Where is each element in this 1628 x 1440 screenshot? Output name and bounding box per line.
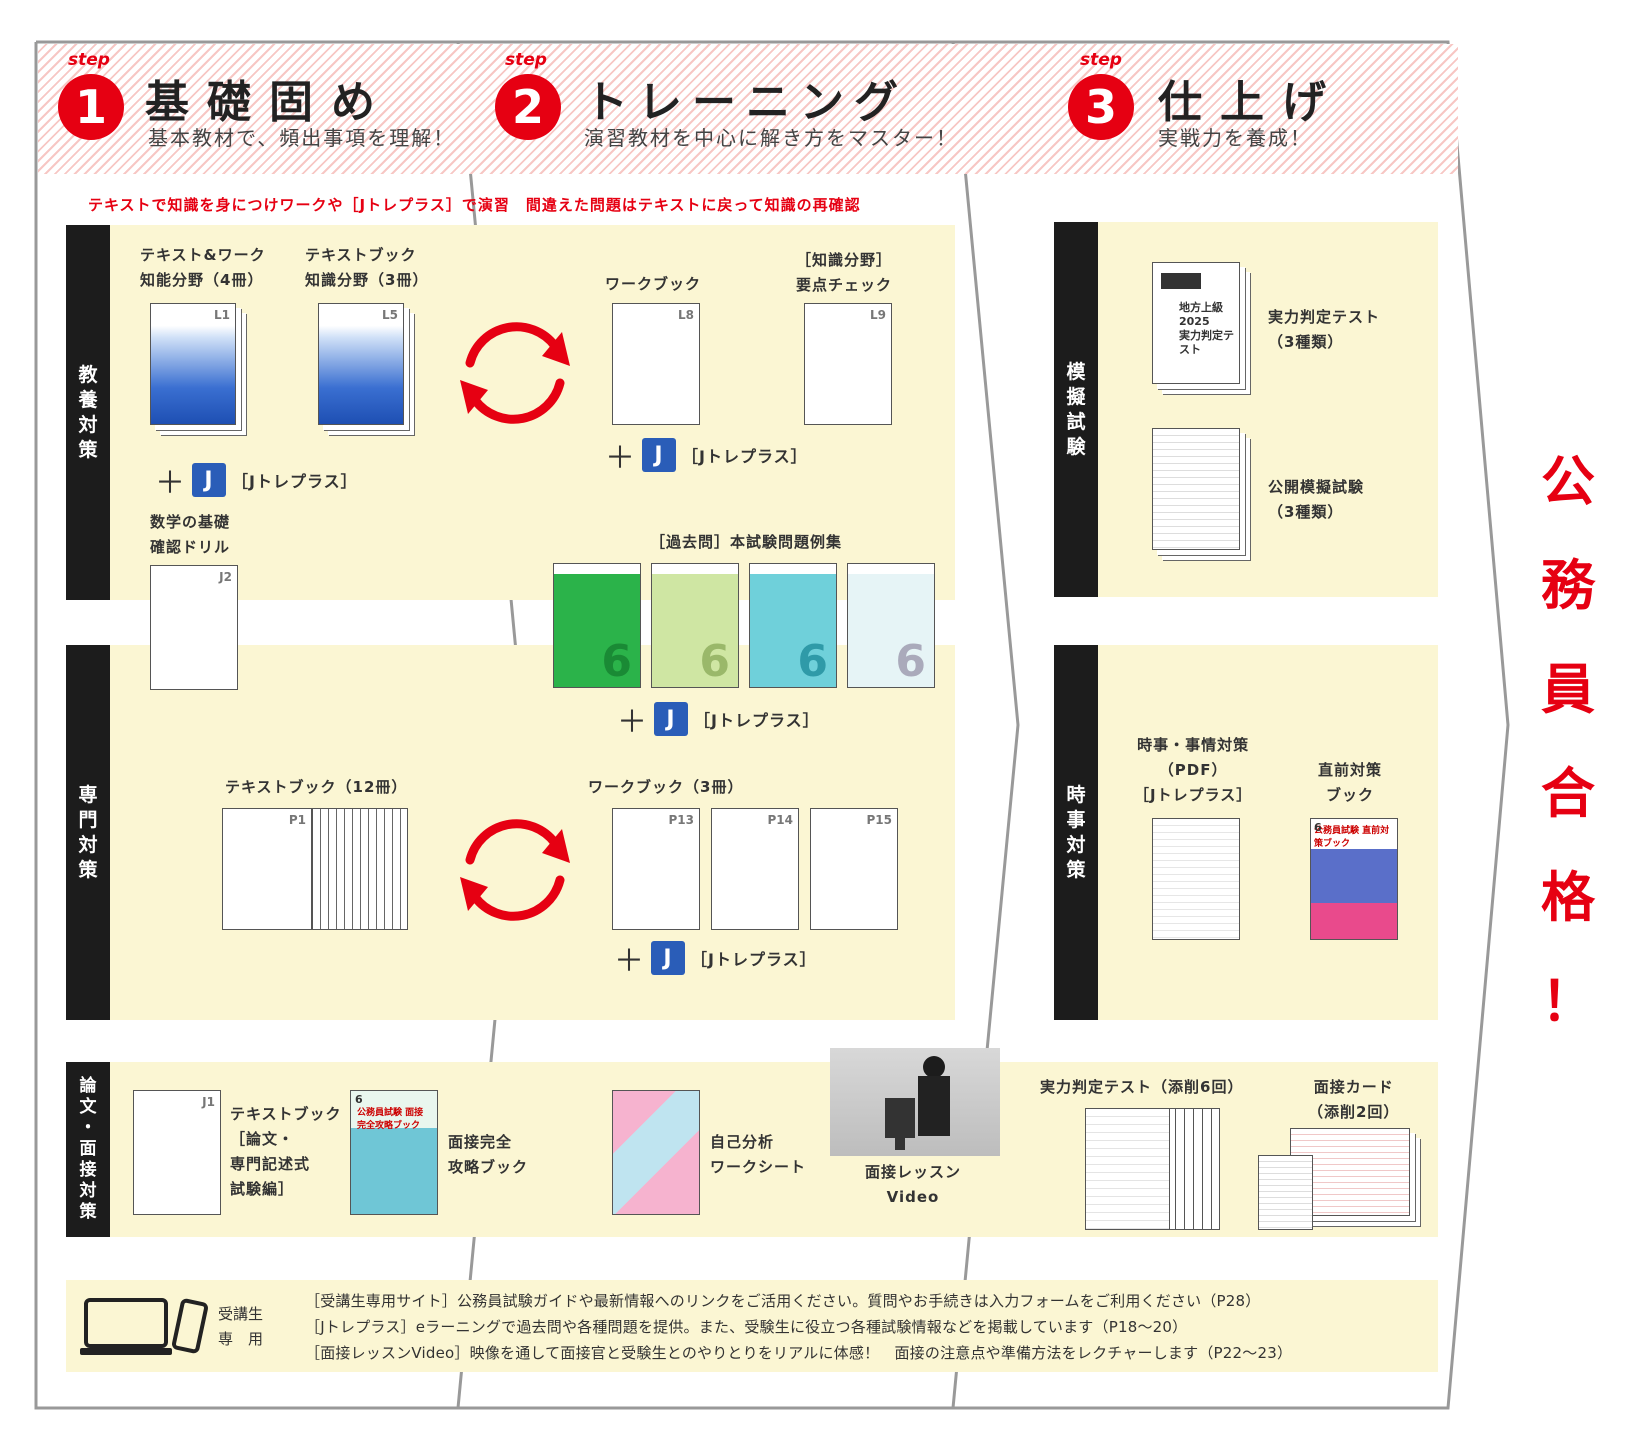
step-number-badge: 2 — [495, 74, 561, 140]
step-label: step — [505, 50, 547, 70]
card-doc-front — [1258, 1155, 1313, 1230]
jiji-pdf-doc — [1152, 818, 1240, 940]
j-plus-icon: J — [192, 463, 226, 497]
jtre-plus-tag: ＋J［Jトレプラス］ — [155, 458, 358, 502]
step-label: step — [1080, 50, 1122, 70]
header-background — [38, 44, 1458, 174]
category-ronbun: 論文・面接対策 — [66, 1062, 110, 1237]
step-subtitle: 実戦力を養成！ — [1158, 126, 1312, 150]
goal-text: 公務員合格！ — [1541, 450, 1595, 1033]
math-drill-book: J2 — [150, 565, 238, 690]
jitsuryoku-test-label: 実力判定テスト（3種類） — [1268, 308, 1381, 351]
category-senmon: 専門対策 — [66, 645, 110, 1020]
moshi-band — [1098, 222, 1438, 597]
workbook-book: L8 — [612, 303, 700, 425]
footer-line-jtre: ［Jトレプラス］eラーニングで過去問や各種問題を提供。また、受験生に役立つ各種試… — [305, 1318, 1188, 1336]
senmon-workbook-3: P15 — [810, 808, 898, 930]
senmon-textbook-label: テキストブック（12冊） — [225, 778, 408, 796]
laptop-phone-icon — [80, 1298, 208, 1355]
footer-line-video: ［面接レッスンVideo］映像を通して面接官と受験生とのやりとりをリアルに体感！… — [305, 1344, 1293, 1362]
open-exam-doc — [1152, 428, 1240, 550]
kakomon-book-4: 6 — [847, 563, 935, 688]
step-label: step — [68, 50, 110, 70]
step-title: 基礎固め — [145, 77, 393, 128]
step-number-badge: 3 — [1068, 74, 1134, 140]
mensetsu-book: 6 公務員試験 面接完全攻略ブック — [350, 1090, 438, 1215]
kakomon-label: ［過去問］本試験問題例集 — [650, 533, 843, 551]
yoten-book: L9 — [804, 303, 892, 425]
kakomon-book-1: 6 — [553, 563, 641, 688]
text-work-book: L1 — [150, 303, 236, 425]
category-moshi: 模擬試験 — [1054, 222, 1098, 597]
math-drill-label: 数学の基礎確認ドリル — [150, 513, 231, 556]
textbook-label: テキストブック知識分野（3冊） — [305, 246, 429, 289]
senmon-workbook-label: ワークブック（3冊） — [588, 778, 744, 796]
footer-band — [66, 1280, 1438, 1372]
j-plus-icon: J — [642, 438, 676, 472]
jtre-plus-tag: ＋J［Jトレプラス］ — [605, 433, 808, 477]
chokuzen-label: 直前対策ブック — [1318, 761, 1383, 804]
jiko-bunseki-sheet — [612, 1090, 700, 1215]
yoten-label: ［知識分野］要点チェック — [796, 251, 893, 294]
jiko-bunseki-label: 自己分析ワークシート — [710, 1133, 807, 1176]
cycle-arrows-icon — [460, 819, 570, 921]
tensaku-label: 実力判定テスト（添削6回） — [1040, 1078, 1244, 1096]
j-plus-icon: J — [651, 941, 685, 975]
textbook-book: L5 — [318, 303, 404, 425]
step-title: 仕上げ — [1158, 77, 1344, 128]
cycle-arrows-icon — [460, 322, 570, 424]
kakomon-book-2: 6 — [651, 563, 739, 688]
video-thumbnail[interactable] — [830, 1048, 1000, 1156]
j-plus-icon: J — [654, 702, 688, 736]
jtre-plus-tag: ＋J［Jトレプラス］ — [617, 697, 820, 741]
senmon-workbook-1: P13 — [612, 808, 700, 930]
mensetsu-label: 面接完全攻略ブック — [448, 1133, 529, 1176]
step-title: トレーニング — [584, 77, 908, 128]
senmon-textbook-book: P1 — [222, 808, 312, 930]
tensaku-doc — [1085, 1108, 1170, 1230]
chokuzen-book: 公務員試験 直前対策ブック 6 — [1310, 818, 1398, 940]
open-exam-label: 公開模擬試験（3種類） — [1268, 478, 1365, 521]
step-number-badge: 1 — [58, 74, 124, 140]
footer-line-site: ［受講生専用サイト］公務員試験ガイドや最新情報へのリンクをご活用ください。質問や… — [305, 1292, 1261, 1310]
ronbun-textbook-label: テキストブック［論文・専門記述式試験編］ — [230, 1105, 342, 1198]
senmon-workbook-2: P14 — [711, 808, 799, 930]
category-jiji: 時事対策 — [1054, 645, 1098, 1020]
text-work-label: テキスト&ワーク知能分野（4冊） — [140, 246, 266, 289]
textbook-stack — [312, 808, 408, 930]
jiji-pdf-label: 時事・事情対策（PDF）［Jトレプラス］ — [1134, 736, 1253, 804]
kakomon-book-3: 6 — [749, 563, 837, 688]
instruction-text: テキストで知識を身につけワークや［Jトレプラス］で演習 間違えた問題はテキストに… — [88, 196, 861, 214]
ronbun-textbook-book: J1 — [133, 1090, 221, 1215]
category-kyoyo: 教養対策 — [66, 225, 110, 600]
step-subtitle: 演習教材を中心に解き方をマスター！ — [584, 126, 958, 150]
footer-notes: ［受講生専用サイト］公務員試験ガイドや最新情報へのリンクをご活用ください。質問や… — [305, 1288, 1292, 1366]
device-label: 受講生専 用 — [218, 1305, 264, 1348]
jtre-plus-tag: ＋J［Jトレプラス］ — [614, 936, 817, 980]
card-label: 面接カード（添削2回） — [1308, 1078, 1400, 1121]
step-subtitle: 基本教材で、頻出事項を理解！ — [148, 126, 456, 150]
workbook-label: ワークブック — [605, 275, 702, 293]
